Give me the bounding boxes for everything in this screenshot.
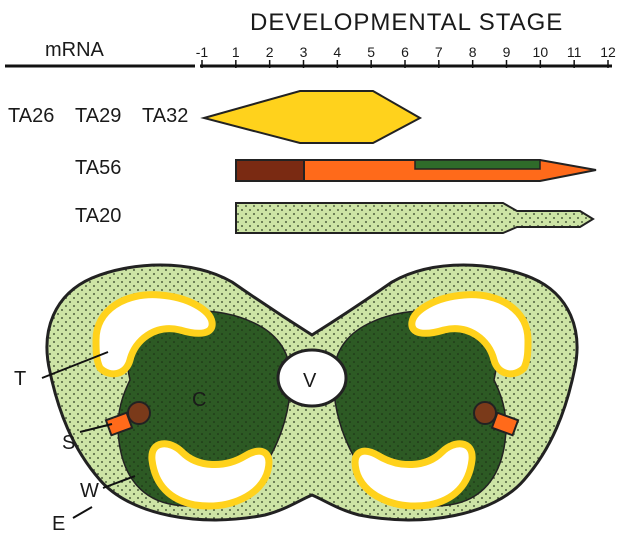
- gene-label-ta32: TA32: [142, 105, 188, 127]
- stage-tick-label: 8: [469, 44, 477, 60]
- ta56-early-segment: [236, 160, 304, 181]
- gene-label-ta56: TA56: [75, 157, 121, 179]
- stage-tick-label: 10: [533, 44, 549, 60]
- stage-tick-label: 7: [435, 44, 443, 60]
- anther-cross-section: T S W E C V: [14, 265, 577, 535]
- tapetum-label: T: [14, 368, 26, 390]
- ta56-expression-bar: [236, 160, 596, 181]
- gene-label-ta26: TA26: [8, 105, 54, 127]
- stage-tick-label: 9: [503, 44, 511, 60]
- connective-label: C: [192, 389, 206, 411]
- stage-tick-label: 5: [367, 44, 375, 60]
- stage-tick-label: 3: [300, 44, 308, 60]
- wall-label: W: [80, 480, 99, 502]
- stomium-right-circle: [474, 402, 496, 424]
- ta20-expression-bar: [236, 203, 593, 233]
- vascular-label: V: [303, 370, 317, 392]
- stage-tick-label: 12: [600, 44, 616, 60]
- ta56-mid-segment: [415, 160, 540, 169]
- gene-label-ta29: TA29: [75, 105, 121, 127]
- gene-label-ta20: TA20: [75, 205, 121, 227]
- stomium-label: S: [62, 432, 75, 454]
- leader-line-e: [73, 507, 92, 518]
- stage-tick-label: -1: [196, 44, 209, 60]
- epidermis-label: E: [52, 513, 65, 535]
- stage-tick-label: 1: [232, 44, 240, 60]
- stage-tick-label: 2: [266, 44, 274, 60]
- stage-tick-label: 6: [401, 44, 409, 60]
- stage-axis-title: DEVELOPMENTAL STAGE: [250, 9, 563, 36]
- stage-tick-label: 4: [333, 44, 341, 60]
- ta26-ta29-ta32-expression-bar: [204, 91, 420, 143]
- mrna-column-title: mRNA: [45, 39, 105, 61]
- stomium-left-circle: [128, 402, 150, 424]
- stage-tick-label: 11: [567, 44, 582, 60]
